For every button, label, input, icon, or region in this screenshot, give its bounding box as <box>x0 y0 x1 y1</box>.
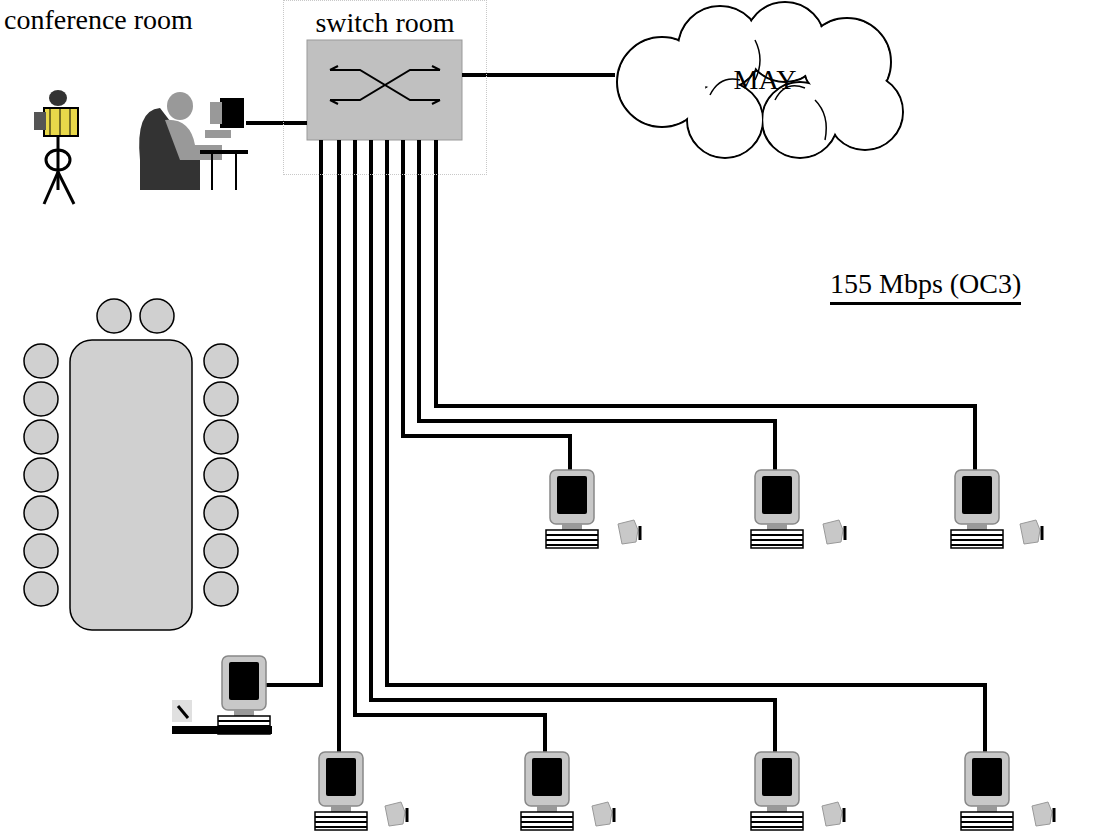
network-link <box>487 75 615 76</box>
room-name: switch room <box>315 1 454 39</box>
room-region: switch room <box>283 0 487 175</box>
legend-text: 155 Mbps (OC3) <box>830 268 1021 300</box>
network-cloud: MAY <box>615 0 915 160</box>
legend-entry: 155 Mbps (OC3) <box>830 268 1021 305</box>
room-name: conference room <box>4 4 193 36</box>
network-name: MAY <box>734 64 797 96</box>
legend-line-sample <box>830 302 1021 305</box>
